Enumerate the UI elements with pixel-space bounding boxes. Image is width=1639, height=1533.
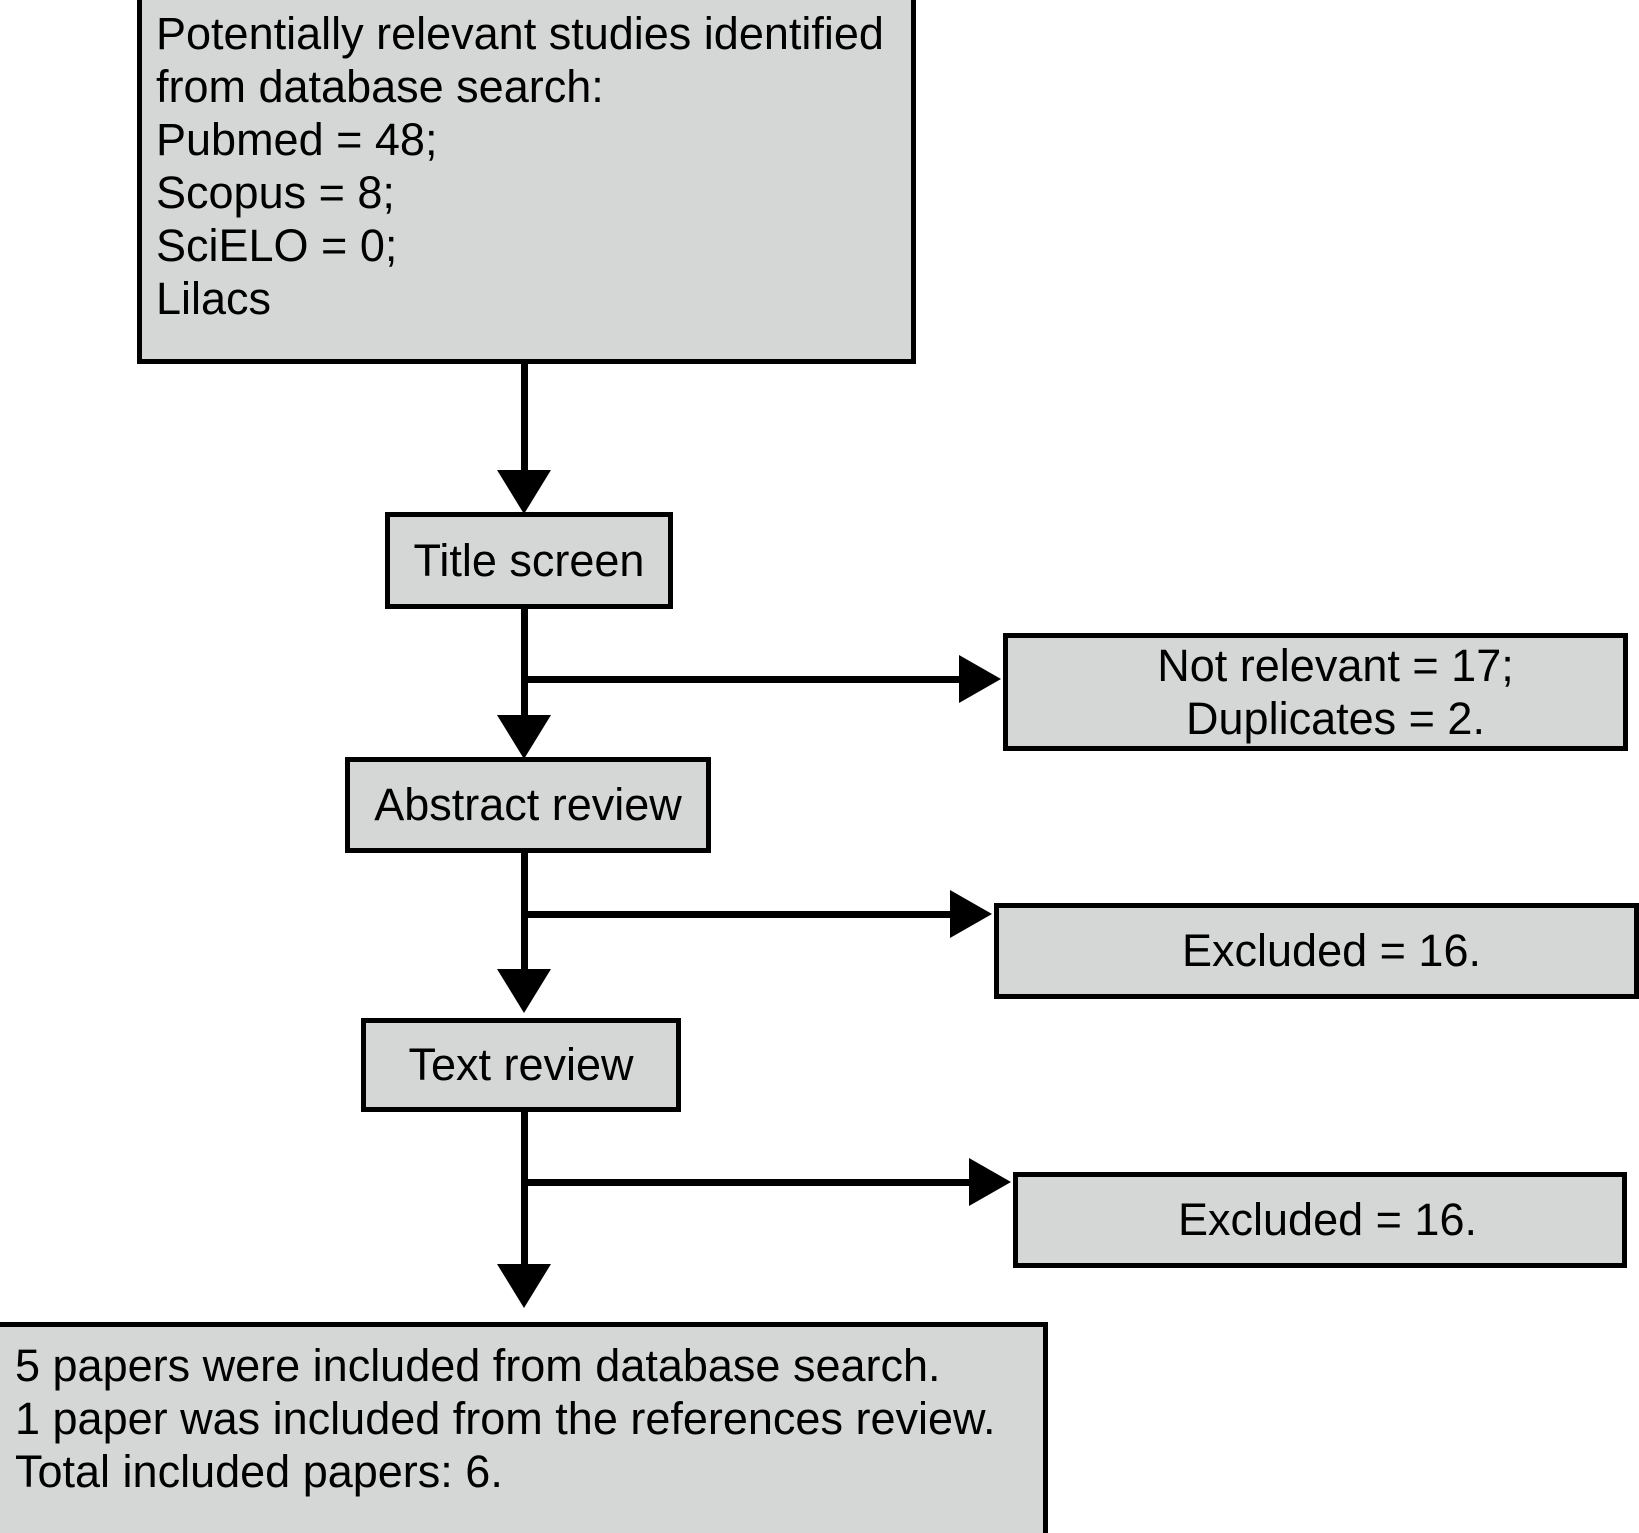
node-excluded-abstract-label: Excluded = 16.: [1182, 925, 1481, 977]
node-not-relevant-line-1: Not relevant = 17;: [1157, 639, 1514, 691]
node-database-search-line-5: SciELO = 0;: [156, 220, 398, 272]
node-not-relevant: Not relevant = 17; Duplicates = 2.: [1003, 633, 1628, 751]
node-title-screen-label: Title screen: [413, 534, 645, 586]
node-included-summary-line-1: 5 papers were included from database sea…: [15, 1340, 941, 1391]
arrow-down-abstract-to-text: [497, 969, 551, 1013]
node-abstract-review: Abstract review: [345, 757, 711, 853]
node-not-relevant-line-2: Duplicates = 2.: [1186, 693, 1485, 744]
node-database-search-line-6: Lilacs: [156, 273, 272, 325]
node-text-review-label: Text review: [408, 1039, 634, 1091]
node-database-search-line-2: from database search:: [156, 61, 604, 113]
arrow-right-abstract-to-excluded: [950, 890, 992, 938]
connector-line-text-to-excluded: [521, 1179, 971, 1186]
node-excluded-text: Excluded = 16.: [1013, 1172, 1627, 1268]
node-database-search-line-1: Potentially relevant studies identified: [156, 8, 884, 59]
arrow-right-text-to-excluded: [969, 1158, 1011, 1206]
node-included-summary-line-3: Total included papers: 6.: [15, 1446, 503, 1498]
connector-line-title-to-abstract: [521, 607, 528, 719]
node-abstract-review-label: Abstract review: [374, 779, 682, 831]
arrow-down-text-to-included: [497, 1264, 551, 1308]
node-included-summary: 5 papers were included from database sea…: [0, 1322, 1048, 1533]
node-database-search: Potentially relevant studies identified …: [137, 0, 916, 364]
arrow-down-title-to-abstract: [497, 715, 551, 759]
arrow-down-search-to-title: [497, 470, 551, 514]
node-database-search-line-3: Pubmed = 48;: [156, 114, 438, 166]
connector-line-text-to-included: [521, 1110, 528, 1268]
node-database-search-line-4: Scopus = 8;: [156, 167, 395, 219]
node-included-summary-line-2: 1 paper was included from the references…: [15, 1393, 996, 1445]
arrow-right-title-to-not-relevant: [959, 655, 1001, 703]
node-excluded-text-label: Excluded = 16.: [1178, 1194, 1477, 1246]
connector-line-abstract-to-excluded: [521, 911, 952, 918]
connector-line-search-to-title: [521, 364, 528, 474]
node-text-review: Text review: [361, 1018, 681, 1112]
connector-line-title-to-not-relevant: [521, 676, 961, 683]
node-excluded-abstract: Excluded = 16.: [994, 903, 1639, 999]
node-title-screen: Title screen: [385, 512, 673, 609]
